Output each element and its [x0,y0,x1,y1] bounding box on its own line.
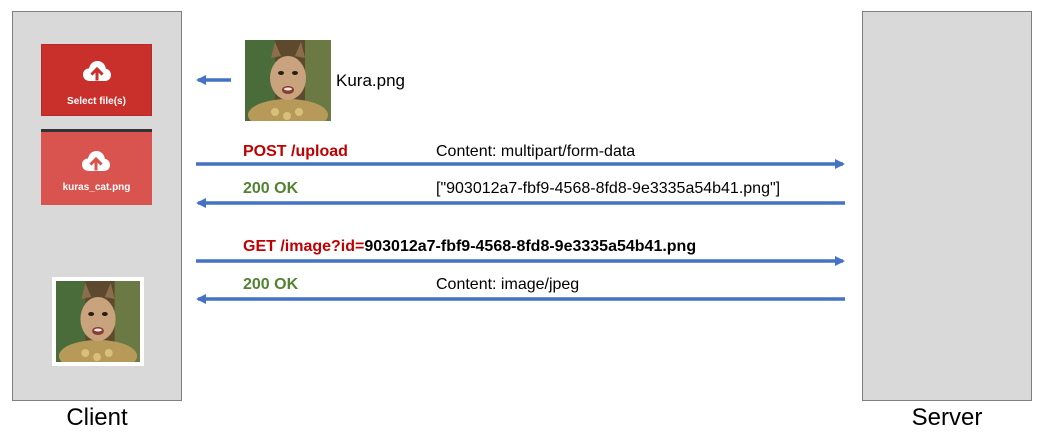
selected-file-label: kuras_cat.png [62,182,131,193]
downloaded-cat-photo [52,277,144,366]
upload-response-status: 200 OK [243,180,299,197]
client-label: Client [66,404,128,431]
cloud-upload-icon [82,151,110,171]
get-image-label: GET /image?id=903012a7-fbf9-4568-8fd8-9e… [243,238,696,256]
image-response-content-type: Content: image/jpeg [436,276,580,293]
server-panel [862,11,1032,401]
image-response-status: 200 OK [243,276,299,293]
select-files-label: Select file(s) [67,96,126,107]
get-image-path: GET /image?id= [243,238,365,255]
selected-file-button[interactable]: kuras_cat.png [41,129,152,205]
upload-response-body: ["903012a7-fbf9-4568-8fd8-9e3335a54b41.p… [436,180,781,197]
kura-file-name: Kura.png [336,71,405,90]
post-upload-label: POST /upload [243,143,348,160]
server-label: Server [911,404,983,431]
select-files-button[interactable]: Select file(s) [41,44,152,116]
kura-cat-photo [245,40,331,121]
cloud-upload-icon [83,61,111,81]
get-image-id: 903012a7-fbf9-4568-8fd8-9e3335a54b41.png [364,238,697,255]
post-upload-content-type: Content: multipart/form-data [436,143,636,160]
